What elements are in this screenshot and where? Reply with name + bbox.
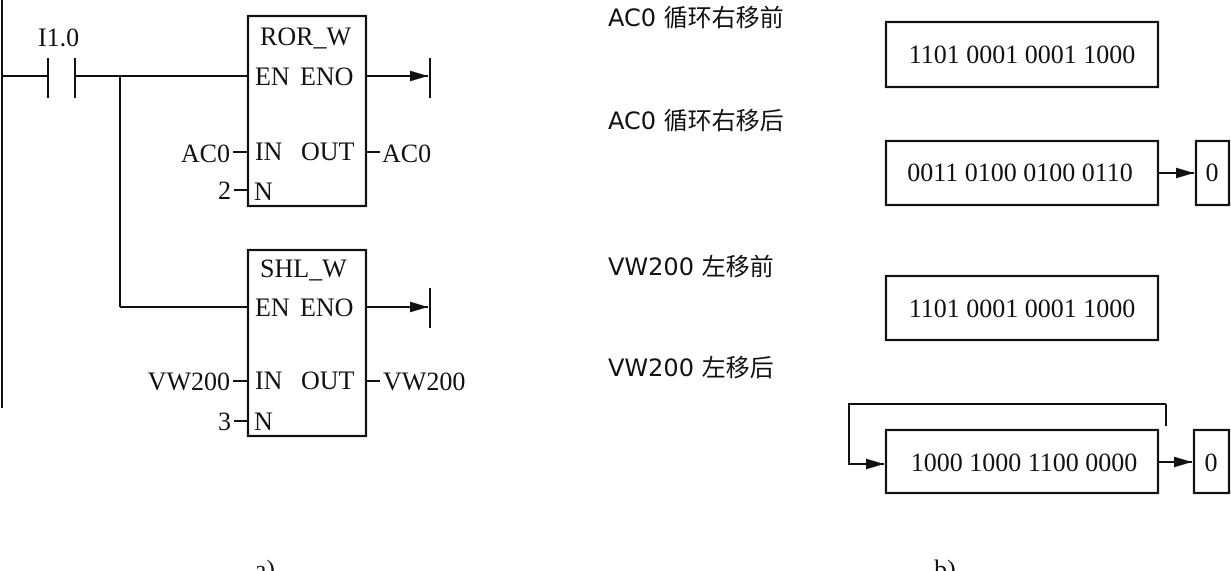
- contact-label: I1.0: [38, 23, 79, 52]
- ror-w-title: ROR_W: [260, 22, 351, 51]
- ror-w-out-operand: AC0: [382, 139, 431, 168]
- ac0-before-value: 1101 0001 0001 1000: [909, 40, 1136, 69]
- shl-w-eno-pin: ENO: [300, 293, 353, 322]
- ror-w-in-pin: IN: [255, 137, 283, 166]
- ror-w-en-pin: EN: [255, 62, 290, 91]
- ror-w-in-operand: AC0: [181, 139, 230, 168]
- ac0-after-label: AC0 循环右移后: [608, 107, 784, 135]
- ror-w-out-pin: OUT: [301, 137, 355, 166]
- vw200-before-value: 1101 0001 0001 1000: [909, 294, 1136, 323]
- ac0-before-label: AC0 循环右移前: [608, 4, 784, 32]
- caption-a: a): [255, 555, 275, 571]
- shl-w-n-pin: N: [254, 407, 273, 436]
- register-states: AC0 循环右移前 1101 0001 0001 1000 AC0 循环右移后 …: [608, 4, 1231, 571]
- vw200-after-label: VW200 左移后: [608, 354, 774, 382]
- ac0-after-flag: 0: [1206, 158, 1219, 187]
- ac0-before-box: [884, 20, 1160, 89]
- ac0-flag-box: [1194, 139, 1231, 207]
- vw200-flag-box: [1192, 428, 1231, 495]
- ladder-diagram: I1.0 ROR_W EN ENO IN OUT N AC0 AC0 2 SHL…: [1, 0, 465, 571]
- ror-w-n-operand: 2: [218, 176, 231, 205]
- shl-w-in-pin: IN: [255, 366, 283, 395]
- shl-w-box: [246, 248, 368, 438]
- shl-w-out-pin: OUT: [301, 366, 355, 395]
- shl-w-out-operand: VW200: [383, 367, 465, 396]
- ror-w-n-pin: N: [254, 177, 273, 206]
- shl-w-block: SHL_W EN ENO IN OUT N VW200 VW200 3: [148, 248, 465, 438]
- ror-w-eno-pin: ENO: [300, 62, 353, 91]
- shl-w-title: SHL_W: [260, 254, 347, 283]
- caption-b: b): [934, 555, 956, 571]
- vw200-loop-arrow: [848, 403, 1166, 470]
- vw200-after-flag: 0: [1205, 448, 1218, 477]
- vw200-before-box: [884, 274, 1160, 342]
- ror-w-box: [246, 14, 368, 208]
- ror-w-block: ROR_W EN ENO IN OUT N AC0 AC0 2: [181, 14, 431, 208]
- shl-w-en-pin: EN: [255, 293, 290, 322]
- ac0-after-value: 0011 0100 0100 0110: [907, 158, 1133, 187]
- vw200-after-value: 1000 1000 1100 0000: [911, 448, 1138, 477]
- shl-w-in-operand: VW200: [148, 367, 230, 396]
- shl-w-n-operand: 3: [218, 407, 231, 436]
- vw200-before-label: VW200 左移前: [608, 253, 774, 281]
